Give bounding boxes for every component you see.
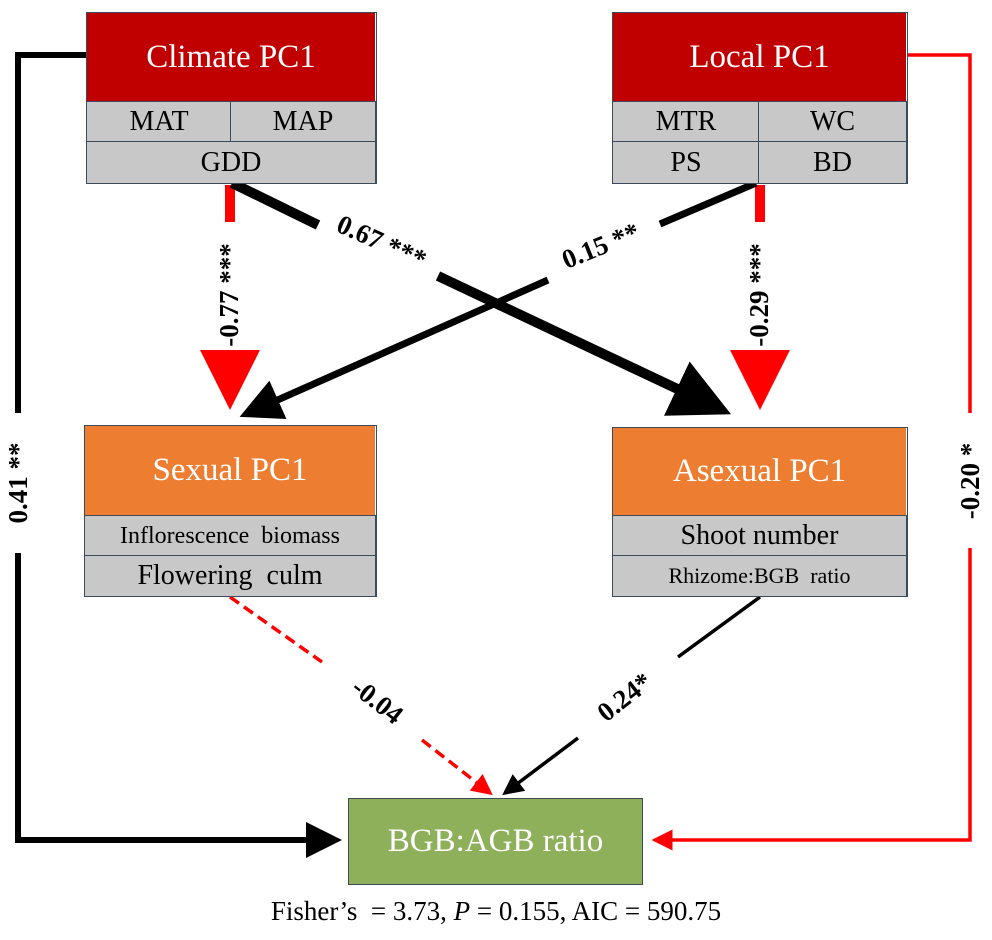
edge-local-bgb-lower xyxy=(651,548,972,851)
var-shoot-number: Shoot number xyxy=(612,515,907,557)
coef-climate-sexual: -0.77 *** xyxy=(214,243,244,347)
coef-sexual-bgb: -0.04 xyxy=(346,672,409,730)
var-mtr: MTR xyxy=(612,101,760,143)
edge-sexual-bgb-b xyxy=(420,738,493,796)
model-fit-statistics: Fisher’s = 3.73, P = 0.155, AIC = 590.75 xyxy=(0,896,992,927)
node-climate-pc1: Climate PC1 MAT MAP GDD xyxy=(86,12,377,184)
edge-climate-bgb-lower xyxy=(15,553,342,858)
var-rhizome-bgb-ratio: Rhizome:BGB ratio xyxy=(612,555,907,597)
node-bgb-title: BGB:AGB ratio xyxy=(387,823,604,859)
edge-sexual-bgb-a xyxy=(228,595,324,664)
edge-asexual-bgb-a xyxy=(676,595,762,659)
edge-asexual-bgb-b xyxy=(502,736,580,796)
edge-local-bgb xyxy=(908,53,972,413)
coef-asexual-bgb: 0.24* xyxy=(591,666,657,727)
node-climate-title: Climate PC1 xyxy=(87,13,375,101)
var-ps: PS xyxy=(612,141,760,184)
coef-local-sexual: 0.15 ** xyxy=(557,217,643,275)
var-inflorescence-biomass: Inflorescence biomass xyxy=(84,515,376,557)
footer-p-label: P xyxy=(453,896,471,926)
footer-suffix: = 0.155, AIC = 590.75 xyxy=(470,896,722,926)
var-wc: WC xyxy=(758,101,907,143)
edge-climate-asexual-a xyxy=(229,178,321,230)
var-gdd: GDD xyxy=(86,141,376,184)
node-sexual-pc1: Sexual PC1 Inflorescence biomass Floweri… xyxy=(84,425,377,597)
edge-local-sexual-a xyxy=(658,179,758,228)
node-local-title: Local PC1 xyxy=(613,13,906,101)
node-local-pc1: Local PC1 MTR WC PS BD xyxy=(612,12,908,184)
node-sexual-title: Sexual PC1 xyxy=(85,426,375,515)
var-mat: MAT xyxy=(86,101,232,143)
coef-climate-asexual: 0.67 *** xyxy=(332,209,431,275)
node-asexual-pc1: Asexual PC1 Shoot number Rhizome:BGB rat… xyxy=(612,427,908,597)
footer-prefix: Fisher’s = 3.73, xyxy=(270,896,454,926)
edge-climate-bgb xyxy=(15,52,86,413)
var-flowering-culm: Flowering culm xyxy=(84,555,376,597)
edge-climate-asexual-b xyxy=(435,271,732,416)
var-bd: BD xyxy=(758,141,907,184)
node-asexual-title: Asexual PC1 xyxy=(613,428,906,515)
edge-local-sexual-b xyxy=(239,276,550,420)
node-bgb-agb-ratio: BGB:AGB ratio xyxy=(348,798,643,885)
coef-climate-bgb: 0.41 ** xyxy=(3,443,33,524)
coef-local-asexual: -0.29 *** xyxy=(744,243,774,347)
var-map: MAP xyxy=(230,101,376,143)
coef-local-bgb: -0.20 * xyxy=(955,443,985,520)
